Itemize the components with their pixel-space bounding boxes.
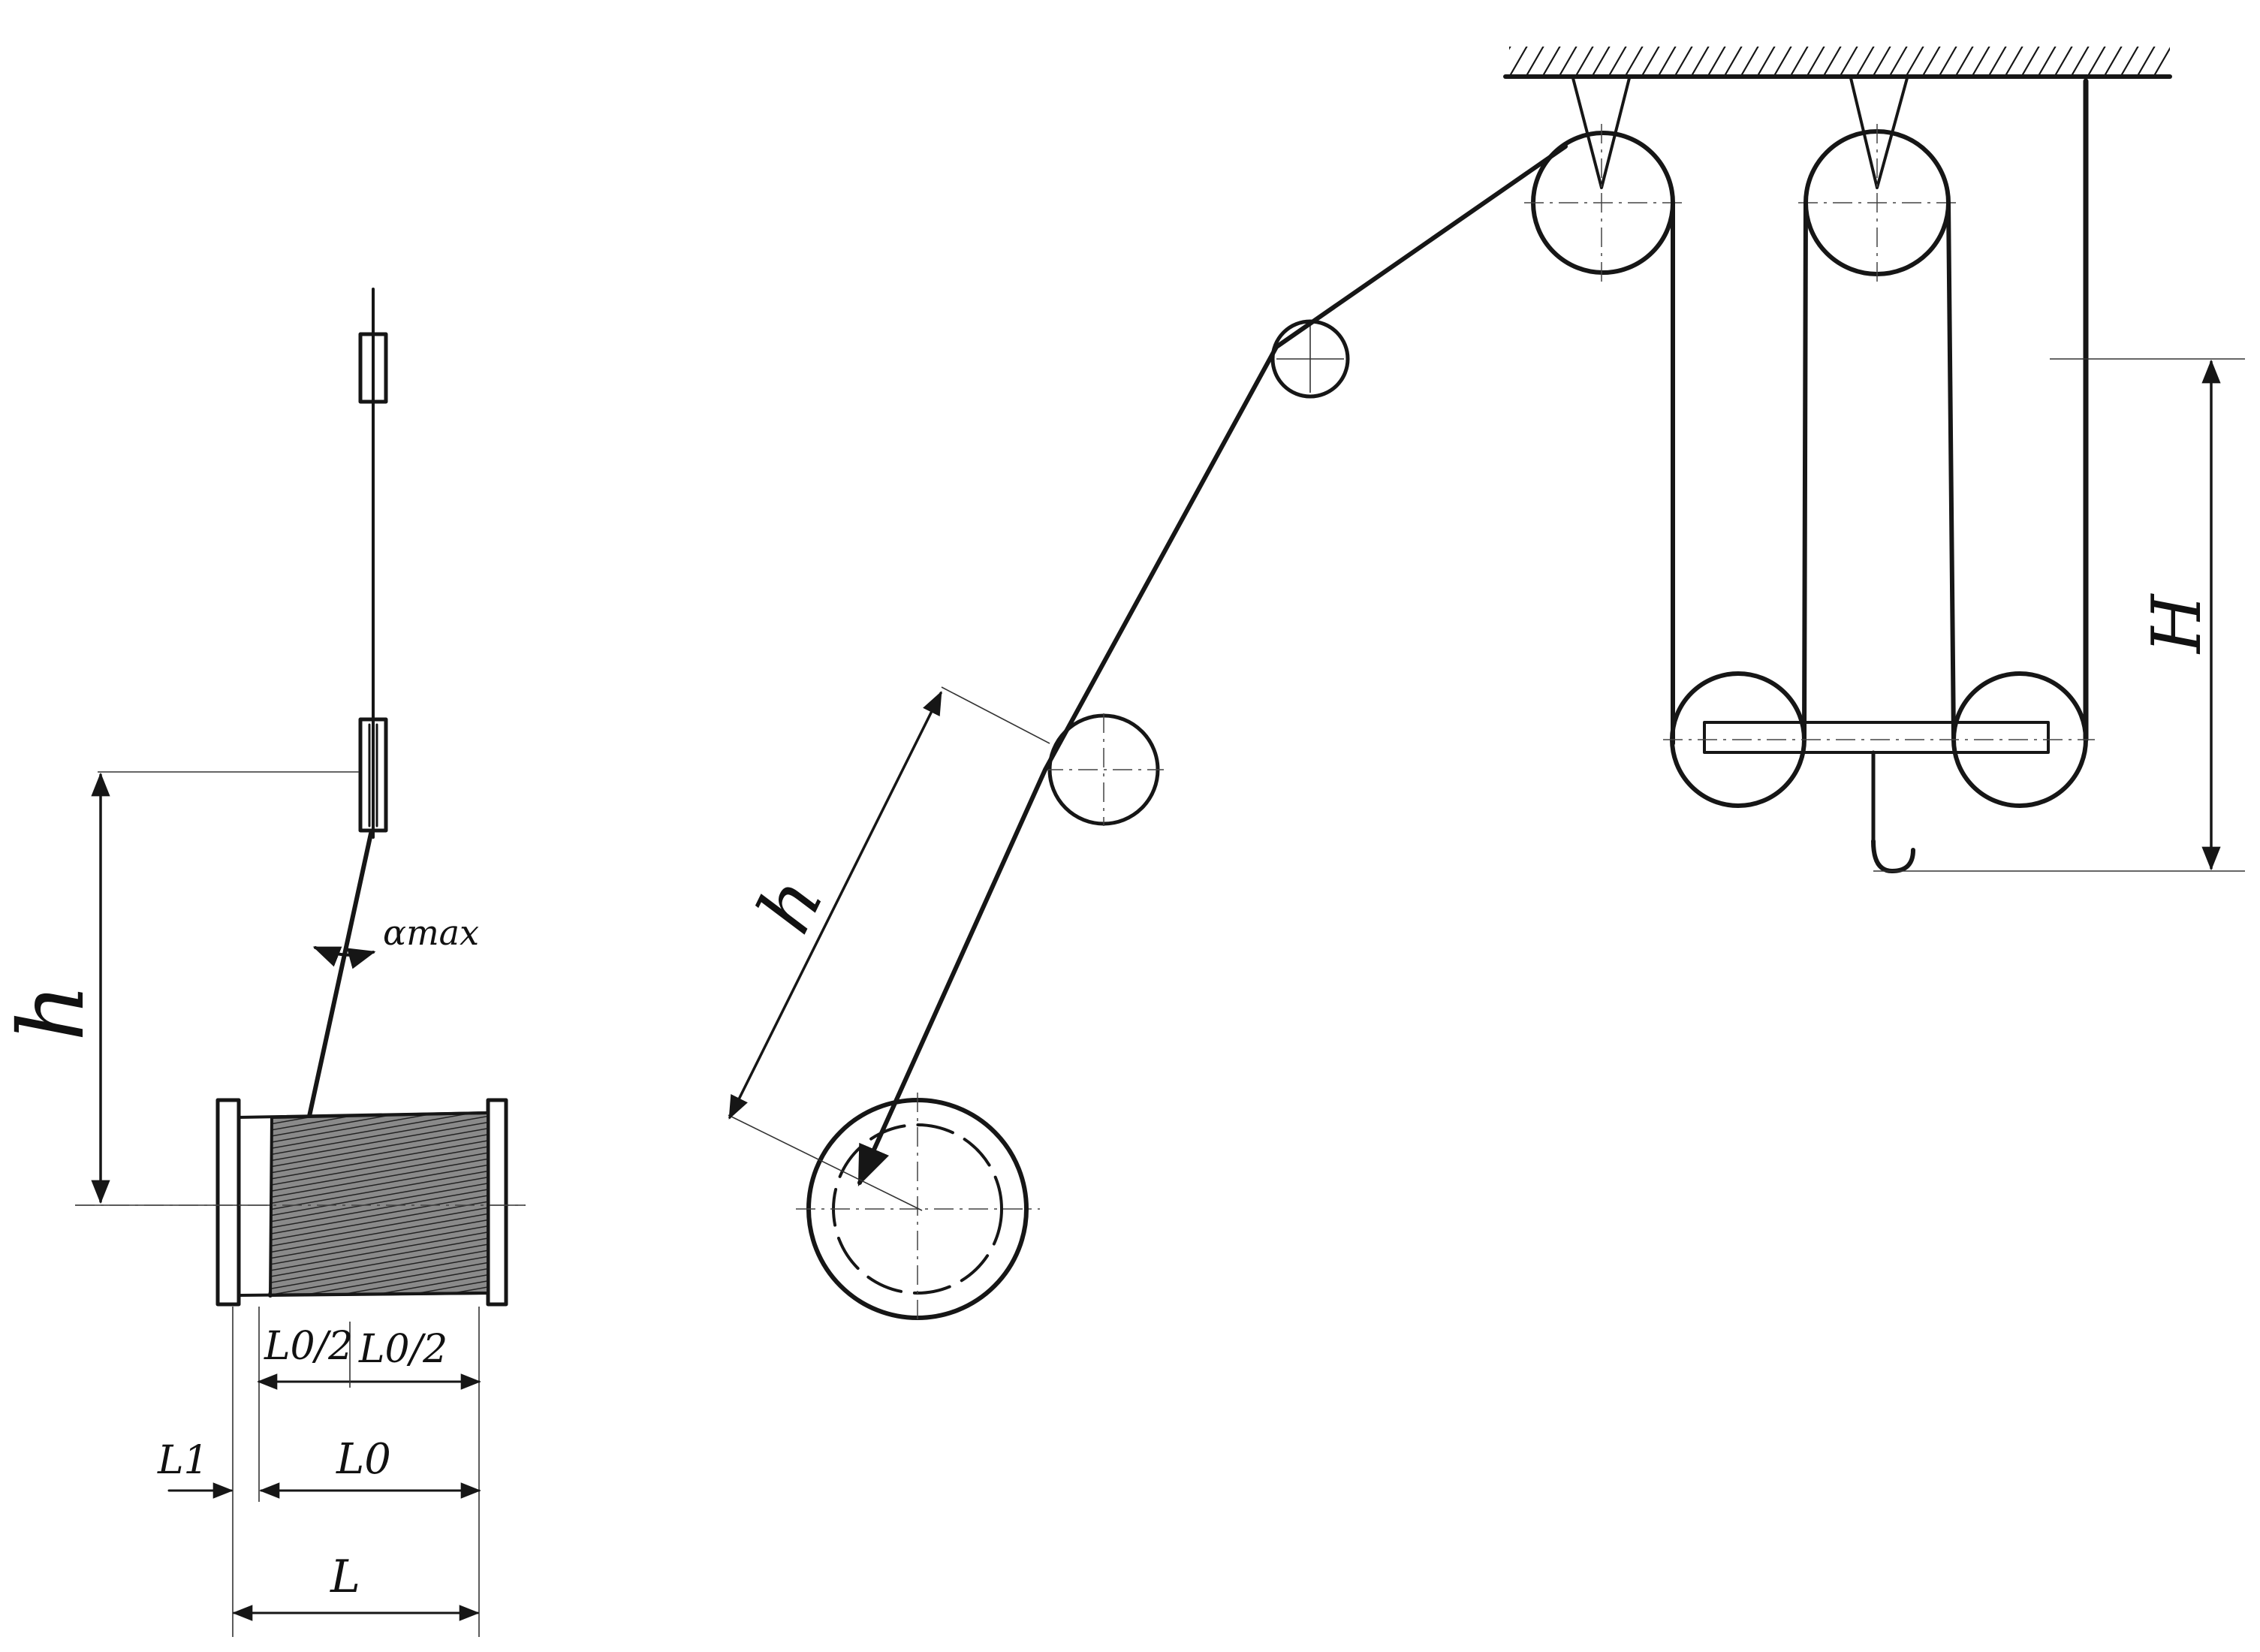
l0-half-label-a: L0/2 [264, 1324, 353, 1369]
main-rope [869, 144, 1568, 1159]
h-left-label: h [0, 984, 104, 1042]
upper-guide-bracket [358, 332, 388, 404]
hook [1871, 839, 1915, 873]
left-drum-view: αmax h L0/2 L0/2 L1 L0 L [0, 288, 526, 1637]
rope-arrow [857, 1142, 889, 1186]
ceiling-support [1503, 47, 2172, 79]
h-right-dimension [728, 691, 942, 1120]
l-label: L [330, 1551, 360, 1603]
drum [75, 1098, 526, 1307]
lower-guide-bracket [358, 717, 388, 833]
hook-block-beam [1703, 721, 2050, 754]
l0-half-label-b: L0/2 [358, 1327, 447, 1372]
rope-wraps [268, 1111, 490, 1298]
l1-label: L1 [157, 1438, 209, 1483]
h-right-label: h [740, 864, 840, 945]
alpha-max-arc [312, 946, 376, 969]
H-label: H [2138, 593, 2216, 655]
l0-label: L0 [336, 1435, 391, 1484]
pulley-2-hanger [1849, 77, 1909, 189]
pulley-1-hanger [1571, 77, 1631, 189]
right-reeving-view: H h [728, 47, 2245, 1325]
alpha-max-label: αmax [383, 912, 479, 953]
drum-right-flange [486, 1098, 508, 1307]
drum-left-flange [215, 1098, 241, 1307]
